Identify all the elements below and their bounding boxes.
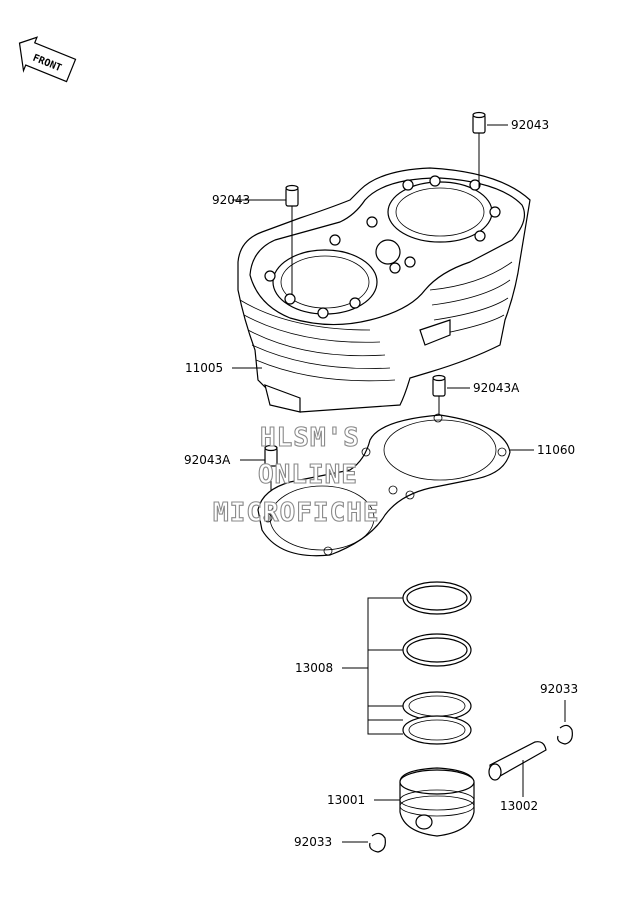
callout-92043-left: 92043 <box>212 193 250 207</box>
callout-13001: 13001 <box>327 793 365 807</box>
watermark-line-2: ONLINE <box>258 460 358 490</box>
callout-92033-left: 92033 <box>294 835 332 849</box>
cylinder-block <box>237 167 531 413</box>
dowel-92043a-left <box>264 444 278 467</box>
callout-92043a-left: 92043A <box>184 453 231 467</box>
watermark-line-3: MICROFICHE <box>213 498 380 528</box>
callout-92033-right: 92033 <box>540 682 578 696</box>
piston-pin <box>488 741 547 781</box>
piston <box>399 767 475 837</box>
callout-13002: 13002 <box>500 799 538 813</box>
callout-13008: 13008 <box>295 661 333 675</box>
dowel-92043-right <box>472 111 486 134</box>
circlip-right <box>557 724 573 745</box>
callout-92043a-right: 92043A <box>473 381 520 395</box>
callout-92043-right: 92043 <box>511 118 549 132</box>
watermark: HLSM'S ONLINE MICROFICHE <box>212 422 380 528</box>
dowel-92043a-right <box>432 374 446 397</box>
base-gasket <box>257 413 511 557</box>
circlip-left <box>369 832 386 853</box>
callout-11060: 11060 <box>537 443 575 457</box>
front-arrow-icon: FRONT <box>18 36 77 83</box>
callout-11005: 11005 <box>185 361 223 375</box>
piston-ring-set <box>402 581 472 745</box>
watermark-line-1: HLSM'S <box>260 423 360 453</box>
dowel-92043-left <box>285 184 299 207</box>
